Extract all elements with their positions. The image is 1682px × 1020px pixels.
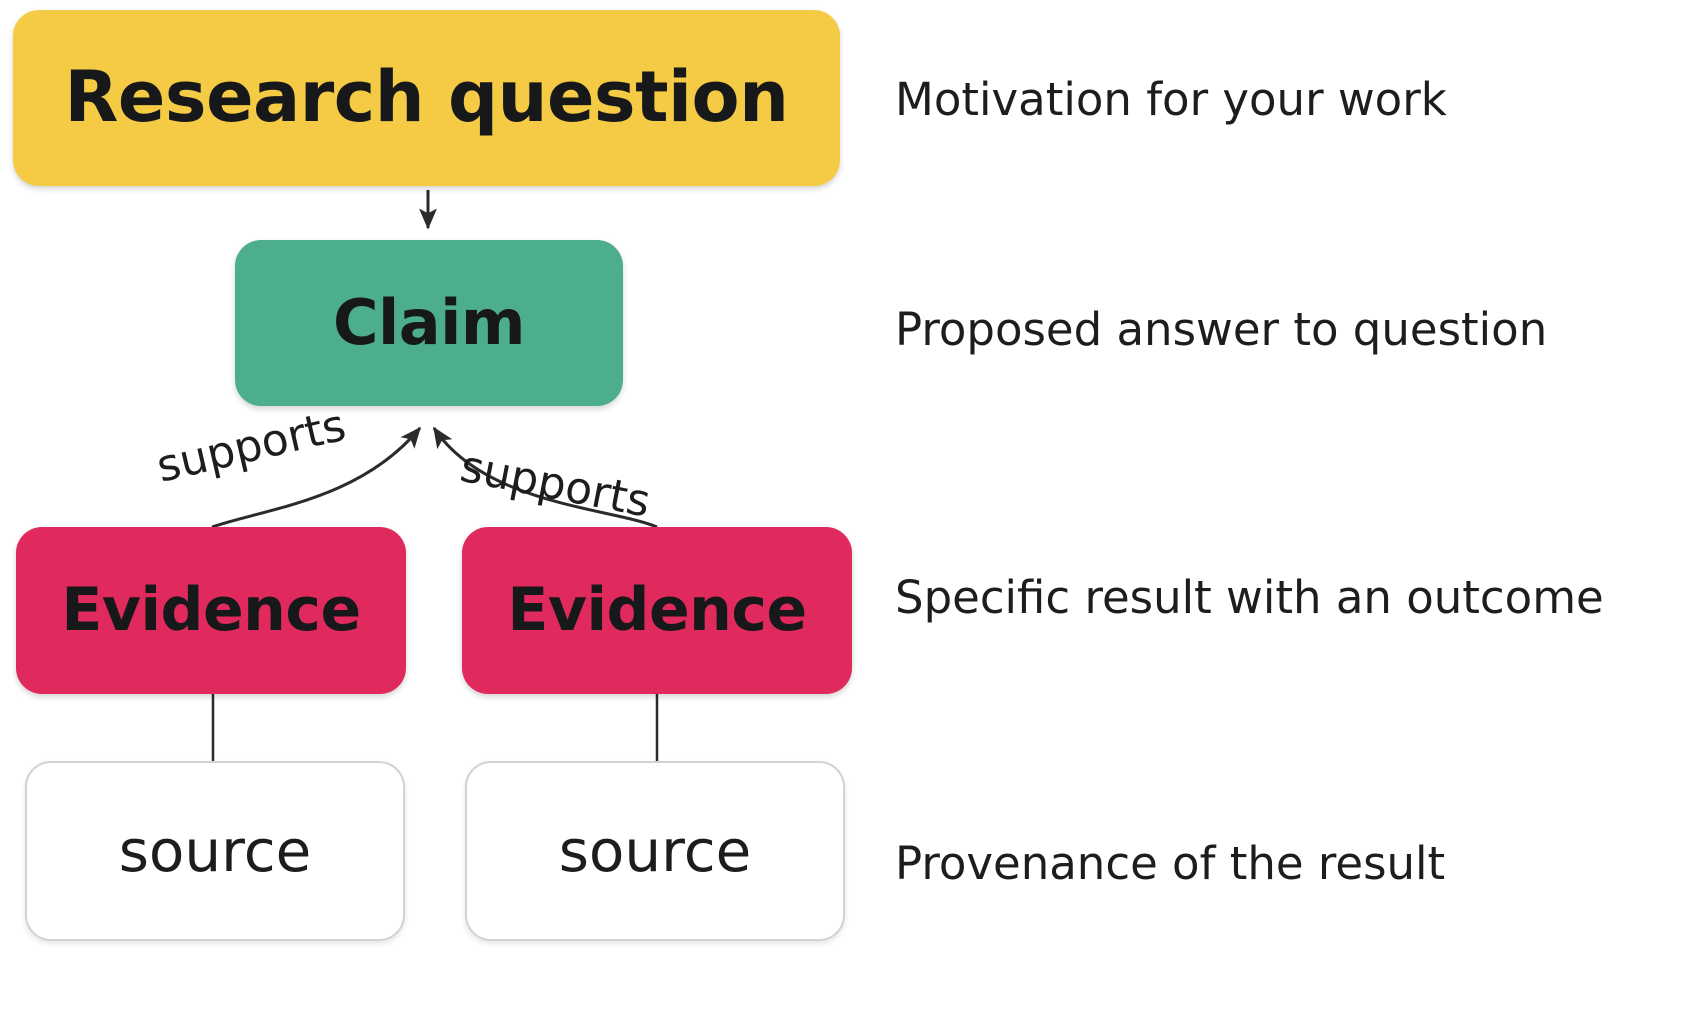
edge-label-supports-right: supports	[456, 441, 655, 528]
description-research-question: Motivation for your work	[895, 73, 1447, 126]
node-research-question-label: Research question	[64, 56, 789, 139]
node-claim-label: Claim	[333, 286, 525, 360]
node-source-right-label: source	[558, 816, 752, 885]
description-source: Provenance of the result	[895, 837, 1446, 890]
node-evidence-right-label: Evidence	[507, 575, 807, 645]
description-claim: Proposed answer to question	[895, 303, 1548, 356]
node-source-left[interactable]: source	[25, 761, 405, 941]
node-evidence-left[interactable]: Evidence	[16, 527, 406, 694]
node-source-right[interactable]: source	[465, 761, 845, 941]
node-research-question[interactable]: Research question	[13, 10, 840, 186]
description-evidence: Specific result with an outcome	[895, 571, 1604, 624]
node-source-left-label: source	[118, 816, 312, 885]
node-evidence-left-label: Evidence	[61, 575, 361, 645]
node-evidence-right[interactable]: Evidence	[462, 527, 852, 694]
node-claim[interactable]: Claim	[235, 240, 623, 406]
edge-label-supports-left: supports	[152, 399, 351, 493]
